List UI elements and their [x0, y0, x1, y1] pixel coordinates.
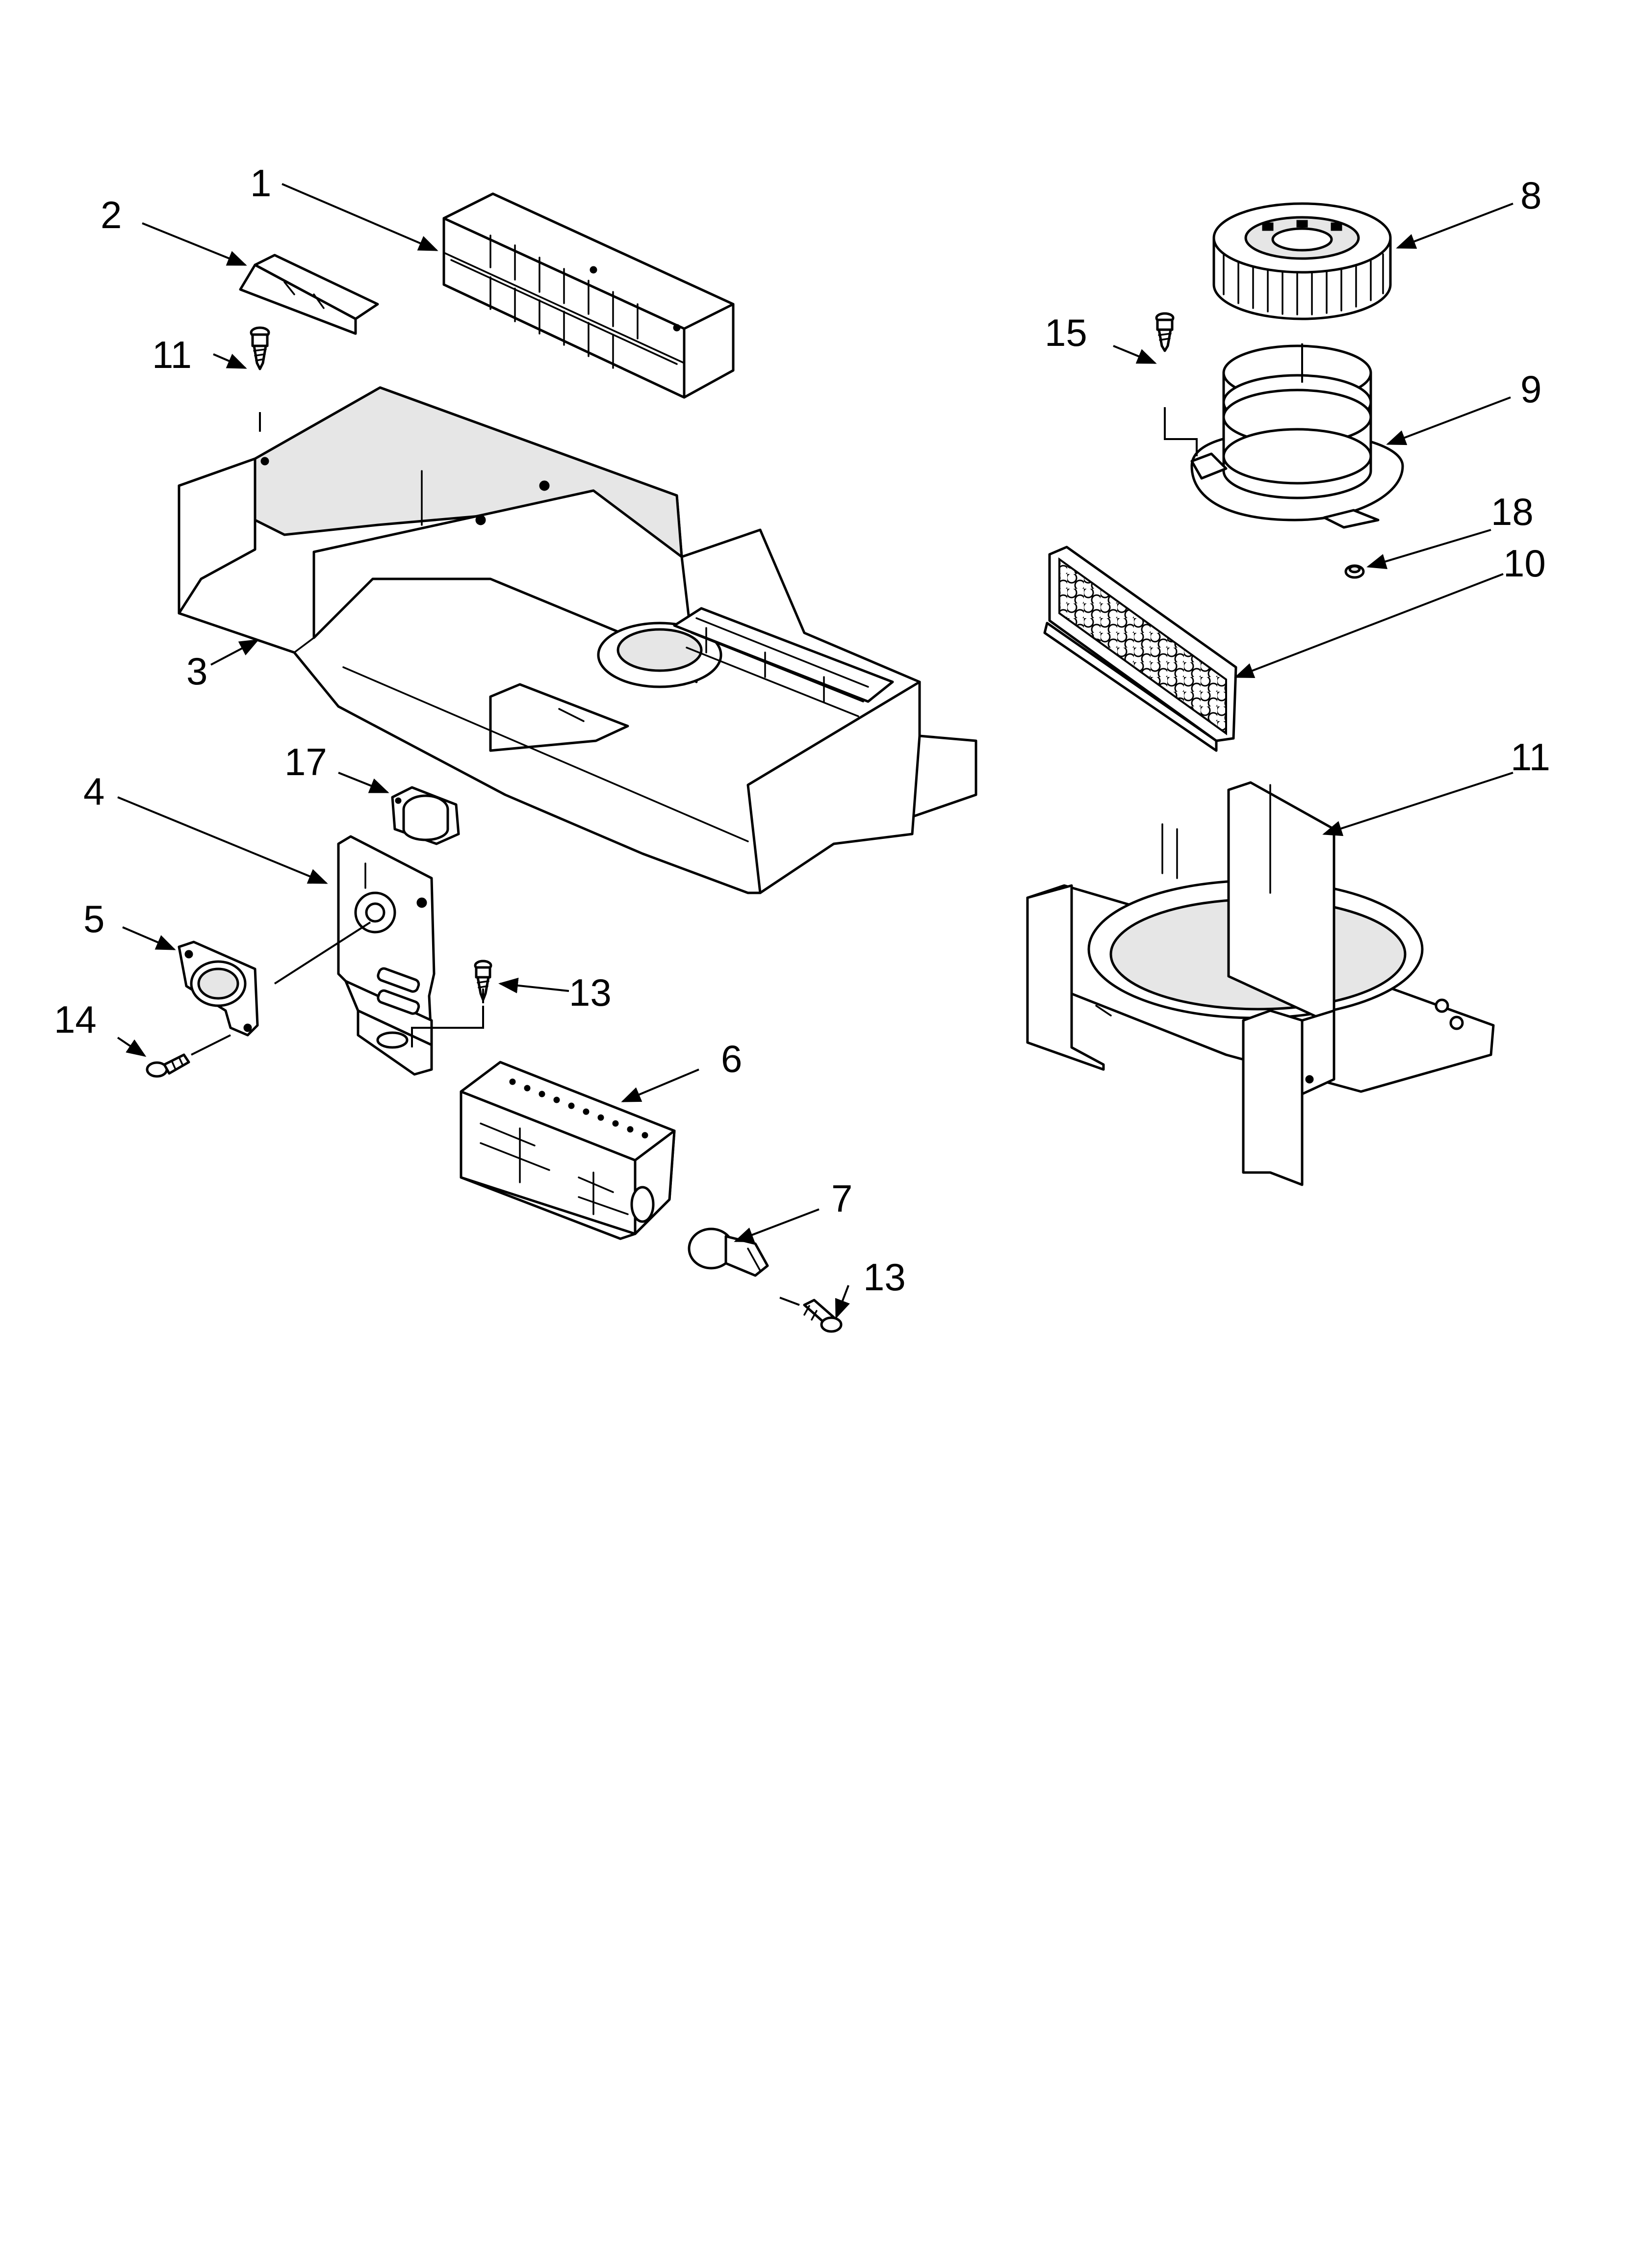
part-13-screw-bottom	[779, 1297, 843, 1333]
part-17-button	[391, 786, 460, 845]
callout-13-top: 11	[152, 333, 192, 376]
callout-15: 15	[1045, 311, 1087, 354]
callout-2: 2	[101, 193, 122, 236]
callout-labels: 1 2 11 3 17 4 5 13 14 6 7 13 8 15 9 18 1…	[54, 161, 1550, 1299]
callout-5: 5	[83, 897, 104, 940]
callout-10: 10	[1503, 542, 1546, 585]
callout-11: 11	[1511, 735, 1550, 779]
callout-9: 9	[1520, 367, 1541, 411]
callout-1: 1	[250, 161, 271, 205]
part-15-screw	[1155, 312, 1175, 352]
part-13-screw-top	[250, 326, 270, 432]
callout-14: 14	[54, 998, 97, 1041]
part-5-thermostat	[178, 940, 259, 1037]
part-7-bulb	[688, 1227, 769, 1277]
callout-13-middle: 13	[569, 971, 612, 1014]
part-10-screen	[1043, 546, 1237, 752]
callout-7: 7	[831, 1177, 852, 1220]
callout-13-bottom: 13	[863, 1255, 906, 1299]
callout-17: 17	[284, 740, 327, 783]
callout-6: 6	[721, 1037, 742, 1080]
callout-18: 18	[1491, 490, 1534, 533]
part-6-lamp-housing	[460, 1061, 676, 1240]
part-3-duct-housing	[178, 386, 977, 894]
part-2-cover	[239, 254, 379, 335]
part-9-fan-motor	[1190, 343, 1404, 529]
connector-lines	[274, 407, 1198, 1047]
part-1-grille-box	[442, 192, 735, 399]
part-18-grommet	[1344, 564, 1365, 579]
callout-8: 8	[1520, 174, 1541, 217]
part-4-bracket	[337, 835, 436, 1076]
callout-4: 4	[83, 770, 104, 813]
part-14-screw	[146, 1034, 231, 1078]
part-8-fan-blade	[1212, 202, 1392, 320]
callout-arrows	[117, 183, 1514, 1319]
part-11-fan-shroud	[1026, 781, 1495, 1186]
callout-3: 3	[186, 650, 207, 693]
